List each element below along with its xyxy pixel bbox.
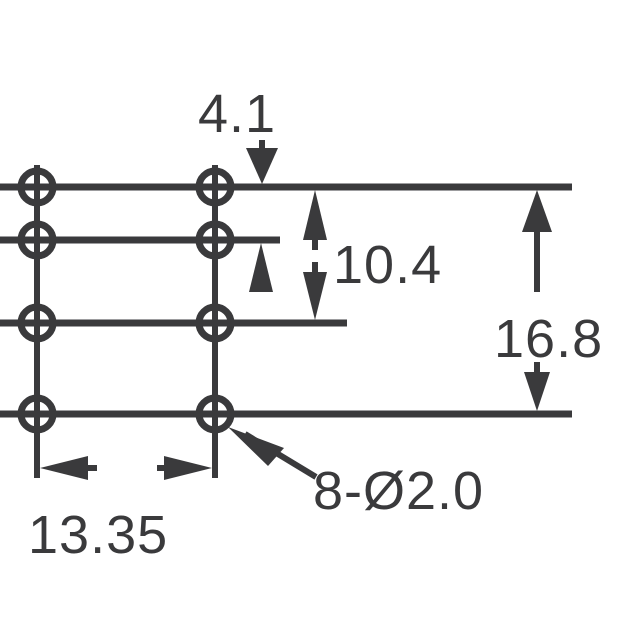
dimension-13-35-group: 13.35 [28,456,212,565]
dim-10-4-arrowhead-up [303,190,327,240]
dimension-4-1-group: 4.1 [198,84,278,184]
hole-c1-r1 [17,167,57,207]
hole-c2-r1 [195,167,235,207]
dim-16-8-arrowhead-up [522,190,552,232]
hole-c2-r3 [195,303,235,343]
dim-10-4-arrowhead-up-left [249,243,273,292]
callout-holes-group: 8-Ø2.0 [228,427,484,521]
hole-c2-r2 [195,220,235,260]
dimension-16-8-group: 16.8 [494,190,603,411]
dim-16-8-arrowhead-down [524,372,550,411]
callout-holes-label: 8-Ø2.0 [313,461,484,521]
hole-pattern-group [17,167,235,434]
dimension-10-4-group: 10.4 [249,190,442,320]
dim-4-1-label: 4.1 [198,84,276,144]
hole-c1-r4 [17,394,57,434]
callout-holes-arrowhead [228,427,284,466]
dim-10-4-arrowhead-down [303,272,327,320]
hole-c1-r3 [17,303,57,343]
dim-4-1-arrowhead-down [246,148,278,184]
hole-c2-r4 [195,394,235,434]
hole-c1-r2 [17,220,57,260]
dim-13-35-arrowhead-right [164,456,212,480]
dim-16-8-label: 16.8 [494,309,603,369]
row-lines-group [0,183,572,418]
dim-10-4-label: 10.4 [333,235,442,295]
dim-13-35-label: 13.35 [28,505,168,565]
dim-13-35-arrowhead-left [40,456,88,480]
column-center-lines-group [34,165,218,478]
